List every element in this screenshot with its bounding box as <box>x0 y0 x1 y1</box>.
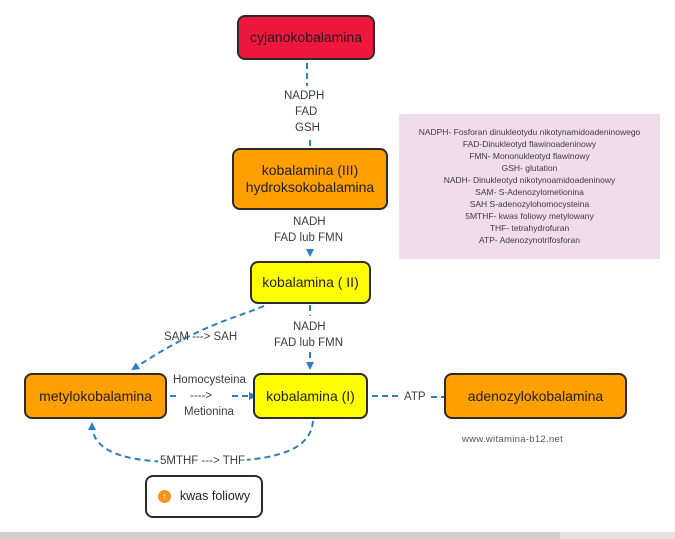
node-cobalamin-i: kobalamina (I) <box>253 373 368 419</box>
node-cobalamin-i-label: kobalamina (I) <box>266 387 355 404</box>
label-gsh: GSH <box>295 122 320 134</box>
scrollbar-thumb[interactable] <box>0 532 560 539</box>
legend-item: NADH- Dinukleotyd nikotynoamidoadeninowy <box>443 175 616 185</box>
legend-item: FMN- Mononukleotyd flawinowy <box>469 151 590 161</box>
watermark: www.witamina-b12.net <box>462 434 564 445</box>
node-adenosylcobalamin-label: adenozylokobalamina <box>467 387 604 404</box>
label-nadph: NADPH <box>284 90 325 102</box>
label-5mthf-thf: 5MTHF ---> THF <box>158 454 248 469</box>
edge-kob2-to-metyl <box>131 305 265 371</box>
legend-item: NADPH- Fosforan dinukleotydu nikotynamid… <box>418 127 641 137</box>
node-cyanocobalamin-label: cyjanokobalamina <box>249 29 363 45</box>
label-atp: ATP <box>404 391 426 403</box>
horizontal-scrollbar[interactable] <box>0 532 675 539</box>
label-fad-fmn-1: FAD lub FMN <box>274 232 344 244</box>
info-icon: ↑ <box>157 490 171 503</box>
legend-item: THF- tetrahydrofuran <box>489 223 570 233</box>
node-folic-acid: ↑ kwas foliowy <box>145 475 263 518</box>
node-cobalamin-iii-label: kobalamina (III) <box>261 162 359 178</box>
legend-item: SAM- S-Adenozylometionina <box>475 187 584 197</box>
label-homocysteine: Homocysteina <box>173 374 246 386</box>
label-methionine: Metionina <box>184 406 234 418</box>
label-nadh-2: NADH <box>293 321 326 333</box>
legend-item: ATP- Adenozynotrifosforan <box>479 235 580 245</box>
label-nadh-1: NADH <box>293 216 326 228</box>
node-hydroxocobalamin-label: hydroksokobalamina <box>245 179 375 195</box>
node-cyanocobalamin: cyjanokobalamina <box>237 15 375 60</box>
label-conversion-arrow: ----> <box>190 390 213 402</box>
label-fad-fmn-2: FAD lub FMN <box>274 337 344 349</box>
node-methylcobalamin-label: metylokobalamina <box>39 387 152 404</box>
legend-item: GSH- glutation <box>501 163 558 173</box>
node-methylcobalamin: metylokobalamina <box>24 373 167 419</box>
label-sam-sah: SAM ---> SAH <box>164 331 238 343</box>
node-cobalamin-ii: kobalamina ( II) <box>250 261 371 304</box>
label-fad: FAD <box>295 106 318 118</box>
legend-item: FAD-Dinukleotyd flawinoadeninowy <box>462 139 597 149</box>
legend-item: 5MTHF- kwas foliowy metylowany <box>465 211 594 221</box>
legend-item: SAH S-adenozylohomocysteina <box>469 199 590 209</box>
abbreviation-legend: NADPH- Fosforan dinukleotydu nikotynamid… <box>399 114 660 259</box>
node-cobalamin-ii-label: kobalamina ( II) <box>262 274 359 290</box>
node-folic-acid-label: kwas foliowy <box>179 489 251 503</box>
node-adenosylcobalamin: adenozylokobalamina <box>444 373 627 419</box>
node-cobalamin-iii: kobalamina (III) hydroksokobalamina <box>232 148 388 210</box>
